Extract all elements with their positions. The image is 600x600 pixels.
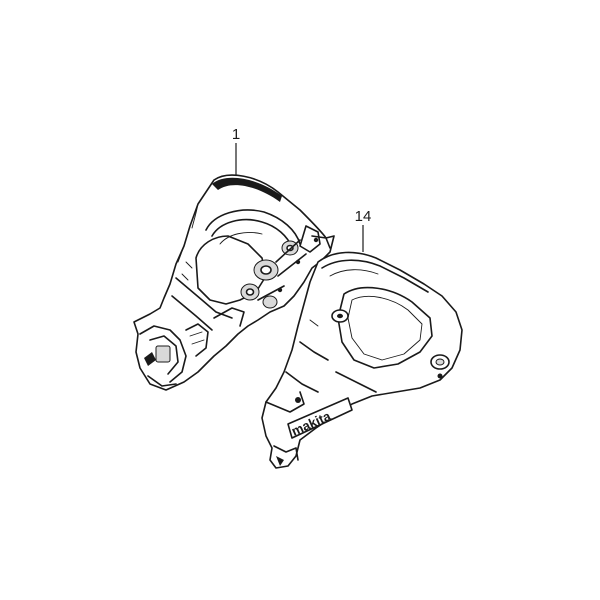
- callout-part-1: 1: [232, 126, 240, 176]
- callout-number: 1: [232, 126, 240, 143]
- callout-number: 14: [355, 208, 372, 225]
- part-14-housing-cover: makita: [261, 251, 463, 469]
- callout-part-14: 14: [355, 208, 372, 252]
- part-1-gear-housing: [133, 174, 335, 391]
